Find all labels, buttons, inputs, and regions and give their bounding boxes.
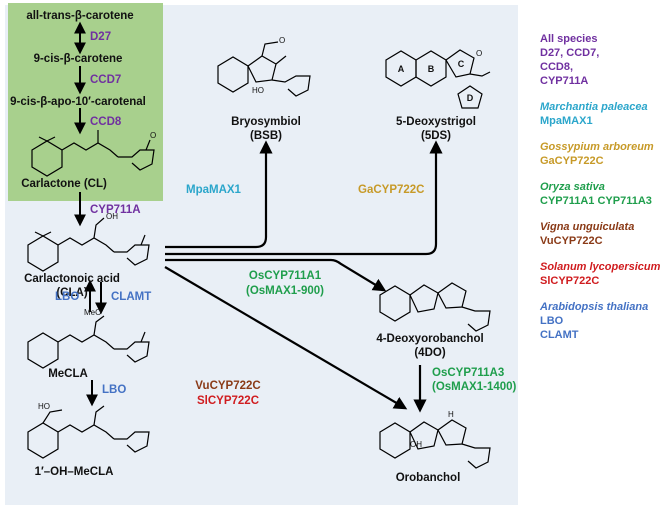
oscyp711a3-enzyme-label: OsCYP711A3 [432,367,505,379]
lbo-hydroxylation-label: LBO [102,384,127,396]
mecla-label: MeCLA [48,368,88,380]
slcyp722c-enzyme-label: SlCYP722C [196,395,260,407]
cla-acid-oh: OH [106,212,118,221]
legend-enzyme: GaCYP722C [540,155,604,167]
ccd8-enzyme-label: CCD8 [90,116,122,128]
legend-group-solanum: Solanum lycopersicum SlCYP722C [540,260,664,288]
bsb-structure [217,41,311,97]
apo-carotenal-label: 9-cis-β-apo-10′-carotenal [10,96,146,108]
legend-species: All species [540,33,598,45]
ring-c-label: C [457,59,465,69]
mecla-meo: MeO [84,308,102,317]
orobanchol-structure [379,419,491,469]
orobanchol-oh: OH [410,440,422,449]
cla-label-line2: (CLA) [56,287,88,299]
legend-species: Oryza sativa [540,181,605,193]
osmax1-900-label: (OsMAX1-900) [246,285,324,297]
legend-enzyme: CCD8, [540,61,574,73]
legend-enzyme: MpaMAX1 [540,115,593,127]
mecla-structure [27,315,150,369]
legend-group-gossypium: Gossypium arboreum GaCYP722C [540,140,664,168]
4do-label-line2: (4DO) [414,347,446,359]
legend-enzyme: CYP711A [540,75,589,87]
carlactone-label: Carlactone (CL) [21,178,107,190]
species-legend: All species D27, CCD7, CCD8, CYP711A Mar… [540,32,664,342]
legend-group-oryza: Oryza sativa CYP711A1 CYP711A3 [540,180,664,208]
clamt-enzyme-label: CLAMT [111,291,152,303]
legend-species: Gossypium arboreum [540,141,654,153]
orobanchol-label: Orobanchol [395,472,461,484]
bsb-label-line2: (BSB) [250,130,282,142]
legend-species: Vigna unguiculata [540,221,635,233]
all-trans-carotene-label: all-trans-β-carotene [26,10,134,22]
bsb-carbonyl-o: O [279,36,286,45]
legend-enzyme: VuCYP722C [540,235,603,247]
legend-enzyme: CLAMT [540,329,579,341]
osmax1-1400-label: (OsMAX1-1400) [432,381,517,393]
5ds-carbonyl-o: O [476,49,483,58]
legend-enzyme: D27, CCD7, [540,47,600,59]
structure-drawings [27,41,491,469]
lbo-enzyme-label: LBO [55,291,80,303]
ccd7-enzyme-label: CCD7 [90,74,122,86]
carlactone-structure [31,130,155,177]
oh-mecla-ho: HO [38,402,50,411]
cla-label-line1: Carlactonoic acid [24,273,120,285]
legend-species: Arabidopsis thaliana [540,301,649,313]
4do-structure [379,282,491,332]
mpamax1-enzyme-label: MpaMAX1 [186,184,241,196]
legend-species: Marchantia paleacea [540,101,648,113]
legend-enzyme: CYP711A1 CYP711A3 [540,195,652,207]
oh-mecla-label: 1′–OH–MeCLA [34,466,114,478]
4do-label-line1: 4-Deoxyorobanchol [376,333,484,345]
5ds-label-line1: 5-Deoxystrigol [396,116,476,128]
orobanchol-h: H [448,410,454,419]
arrow-to-bsb [165,140,273,249]
d27-enzyme-label: D27 [90,31,112,43]
legend-enzyme: SlCYP722C [540,275,600,287]
bsb-label-line1: Bryosymbiol [231,116,301,128]
legend-species: Solanum lycopersicum [540,261,661,273]
arrow-to-orobanchol [164,266,408,410]
ring-a-label: A [397,64,405,74]
vucyp722c-enzyme-label: VuCYP722C [195,380,261,392]
bsb-ho: HO [252,86,264,95]
cla-structure [27,217,150,272]
legend-enzyme: LBO [540,315,564,327]
ring-d-label: D [466,93,474,103]
legend-group-vigna: Vigna unguiculata VuCYP722C [540,220,664,248]
carlactone-carbonyl-o: O [150,131,157,140]
cyp711a-enzyme-label: CYP711A [90,204,141,216]
5ds-structure [385,49,491,109]
gacyp722c-enzyme-label: GaCYP722C [358,184,425,196]
legend-group-arabidopsis: Arabidopsis thaliana LBO CLAMT [540,300,664,342]
oh-mecla-structure [27,405,150,459]
arrow-to-4do [165,258,387,292]
5ds-label-line2: (5DS) [420,130,452,142]
legend-group-all-species: All species D27, CCD7, CCD8, CYP711A [540,32,664,88]
legend-group-marchantia: Marchantia paleacea MpaMAX1 [540,100,664,128]
cis-carotene-label: 9-cis-β-carotene [33,53,123,65]
oscyp711a1-enzyme-label: OsCYP711A1 [248,270,322,282]
arrow-to-5ds [165,140,443,256]
ring-b-label: B [427,64,435,74]
